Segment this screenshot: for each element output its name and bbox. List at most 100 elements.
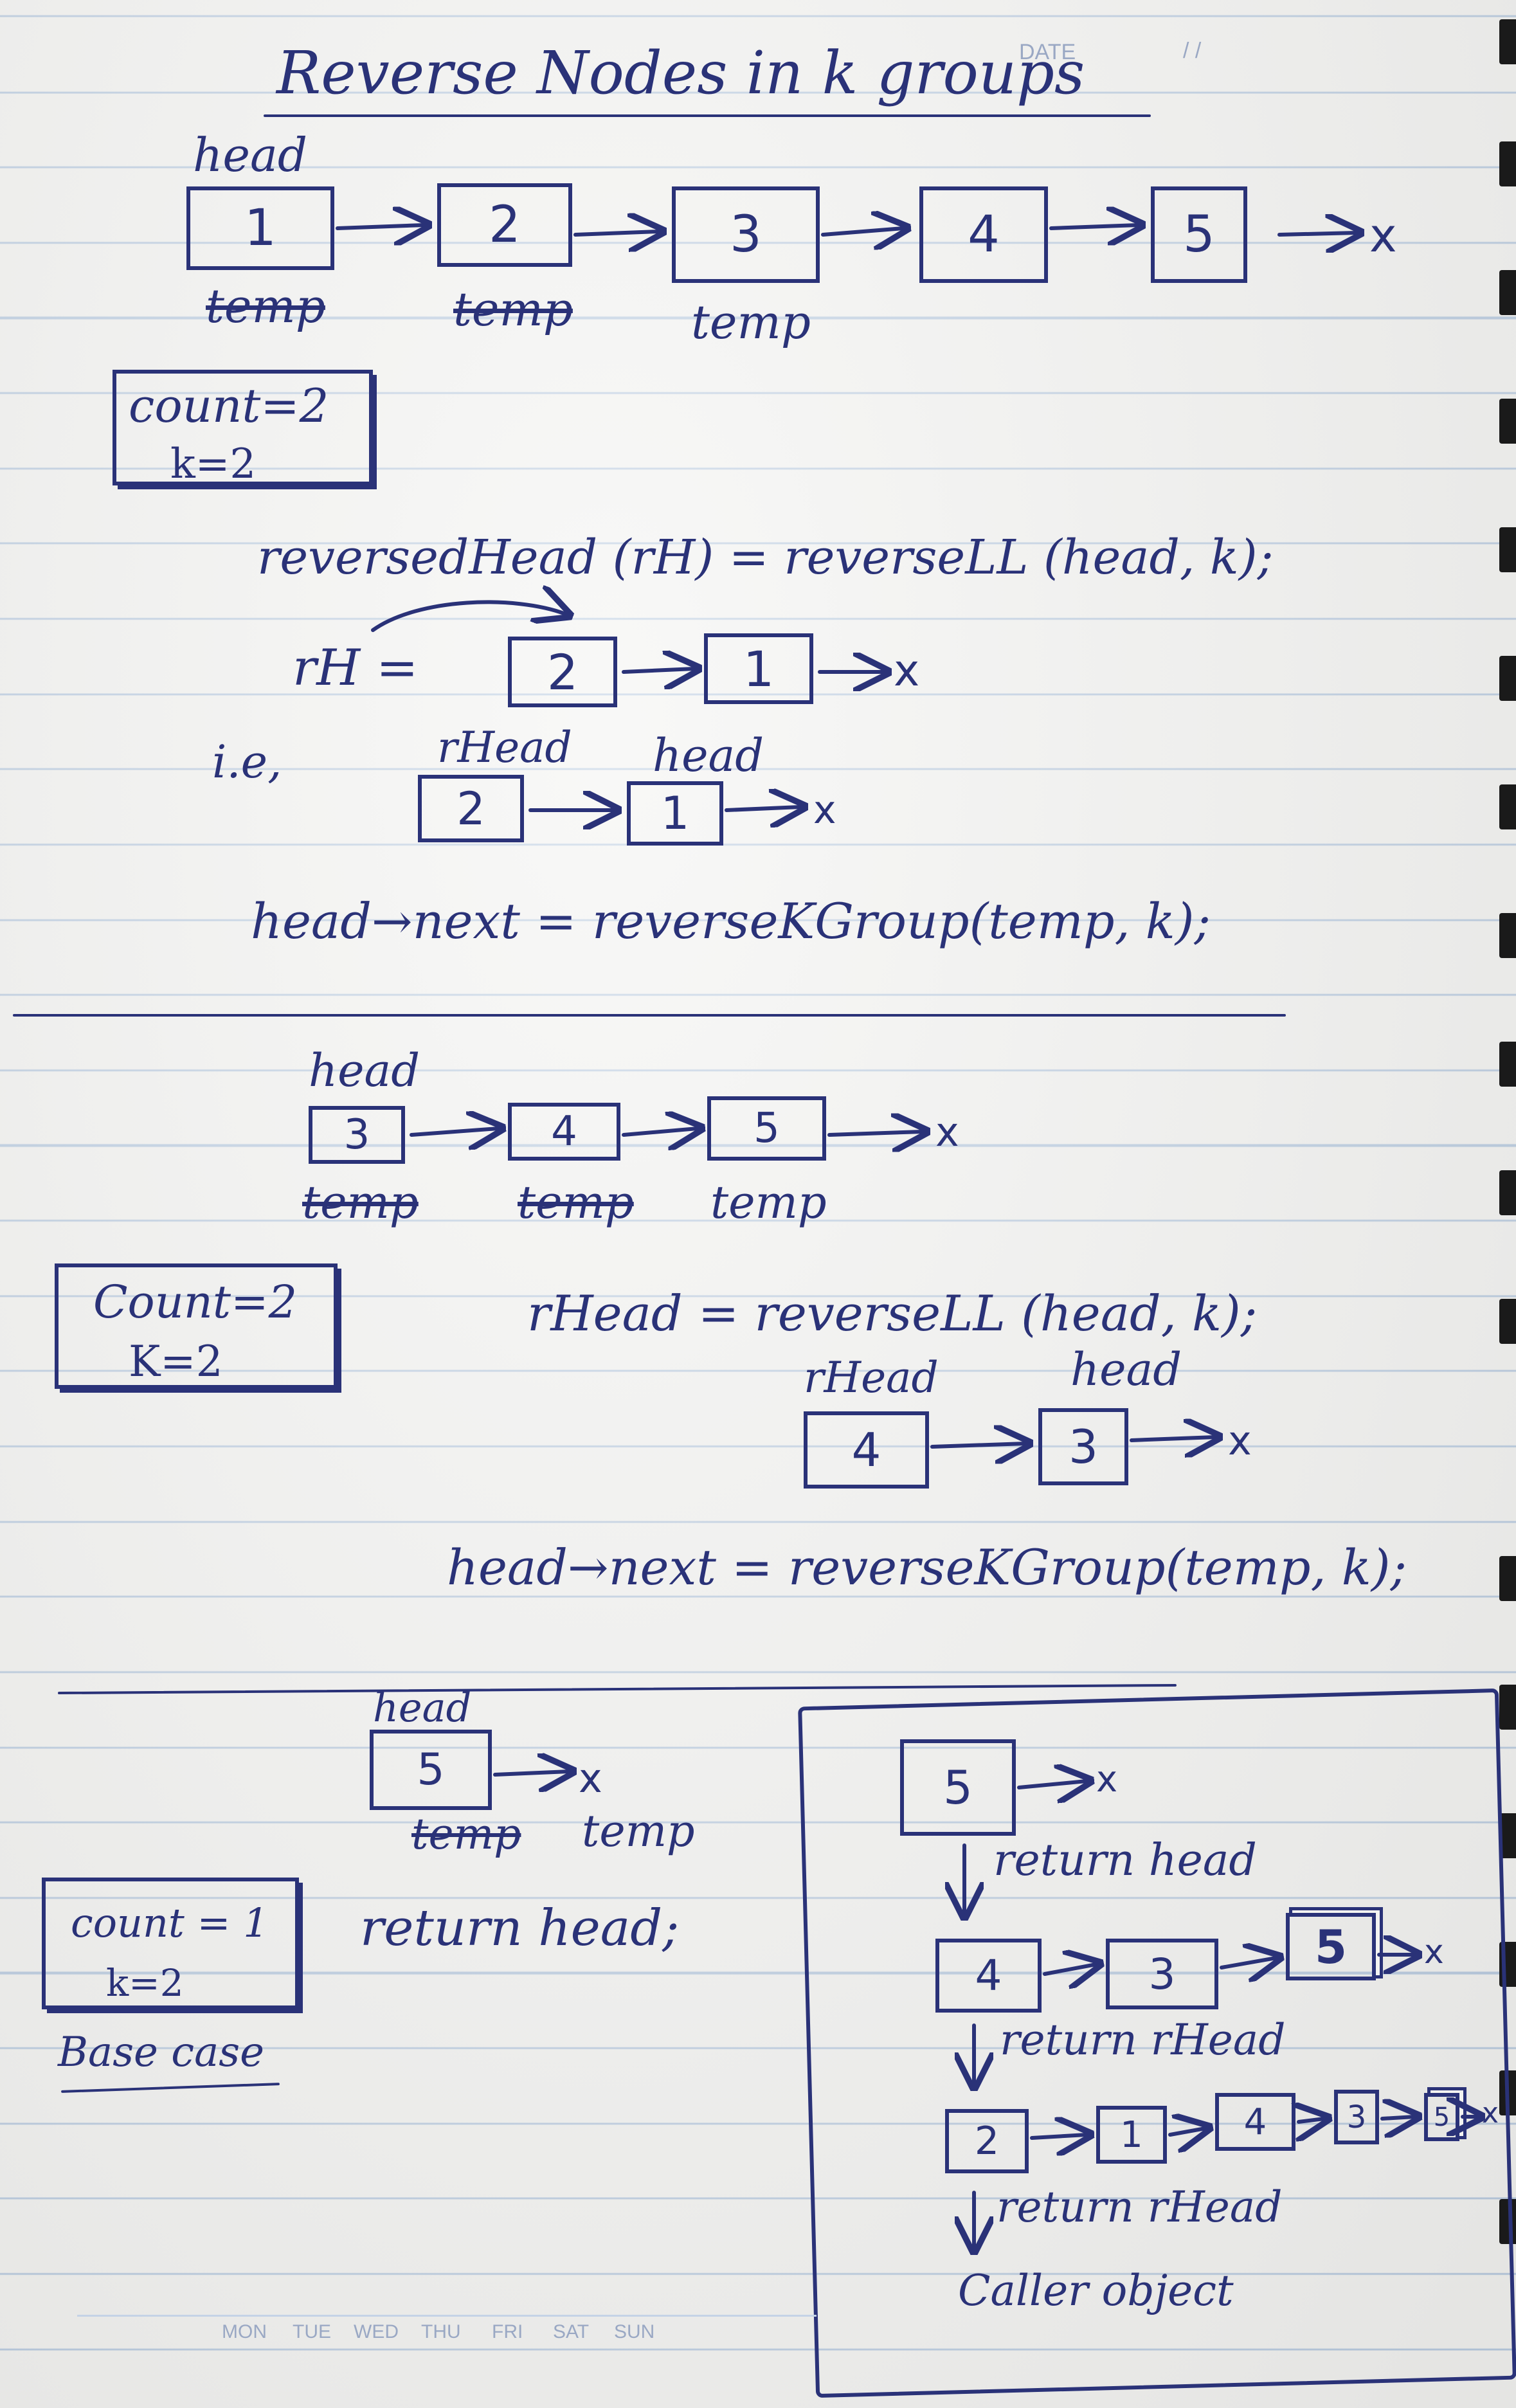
list-node: 5 <box>707 1096 826 1161</box>
null-marker: x <box>1228 1417 1252 1464</box>
code-line-reverse: rHead = reverseLL (head, k); <box>527 1285 1258 1342</box>
arrow <box>336 225 424 228</box>
binding-ring <box>1499 1170 1516 1215</box>
binding-ring <box>1499 2199 1516 2244</box>
arrow <box>493 1771 569 1775</box>
list-node: 4 <box>804 1411 929 1489</box>
rh-label: rH = <box>293 639 419 697</box>
list-node: 5 <box>1286 1913 1376 1980</box>
count-value: count = 1 <box>71 1899 269 1946</box>
temp-label: temp <box>710 1176 827 1229</box>
count-box <box>113 370 373 485</box>
title-underline <box>264 114 1151 117</box>
list-node: 5 <box>370 1730 492 1810</box>
binding-ring <box>1499 1685 1516 1730</box>
weekday-label: THU <box>421 2321 461 2342</box>
arrow <box>1030 2135 1087 2138</box>
arrow <box>1130 1437 1215 1440</box>
list-node: 5 <box>1151 186 1247 283</box>
null-marker: x <box>579 1755 602 1802</box>
temp-label: temp <box>302 1176 419 1229</box>
temp-label: temp <box>582 1806 695 1857</box>
null-marker: x <box>813 788 836 833</box>
arrow <box>1043 1964 1096 1974</box>
binding-ring <box>1499 141 1516 186</box>
binding-ring <box>1499 1556 1516 1601</box>
return-step: return rHead <box>1000 2015 1286 2065</box>
temp-label: temp <box>518 1176 634 1229</box>
null-marker: x <box>1096 1759 1118 1800</box>
arrow <box>1168 2128 1205 2135</box>
date-slashes: / / <box>1183 39 1202 63</box>
list-node: 4 <box>919 186 1048 283</box>
list-node: 4 <box>935 1939 1042 2013</box>
weekday-label: SAT <box>553 2321 590 2342</box>
list-node: 3 <box>309 1106 405 1164</box>
null-marker: x <box>1424 1933 1444 1971</box>
binding-ring <box>1499 19 1516 64</box>
binding-ring <box>1499 1299 1516 1344</box>
list-node: 1 <box>1096 2106 1167 2164</box>
temp-label: temp <box>691 295 811 349</box>
list-node: 1 <box>704 633 813 704</box>
weekday-label: WED <box>354 2321 399 2342</box>
arrow <box>1299 2119 1324 2122</box>
list-node: 2 <box>508 637 617 707</box>
arrow <box>1380 2117 1414 2119</box>
list-node: 3 <box>1334 2090 1379 2144</box>
temp-label: temp <box>453 282 573 336</box>
weekday-label: FRI <box>492 2321 523 2342</box>
page-title: Reverse Nodes in k groups <box>276 39 1085 107</box>
binding-ring <box>1499 1042 1516 1087</box>
weekday-label: MON <box>222 2321 267 2342</box>
list-node: 1 <box>627 781 723 846</box>
code-line-return: return head; <box>360 1899 680 1957</box>
temp-label: temp <box>206 279 325 333</box>
binding-ring <box>1499 1942 1516 1987</box>
list-node: 3 <box>1038 1408 1128 1485</box>
arrow <box>1017 1781 1087 1788</box>
weekday-rule <box>77 2315 817 2317</box>
date-label: DATE <box>1019 40 1076 64</box>
k-value: k=2 <box>106 1961 184 2005</box>
k-value: K=2 <box>129 1337 223 1386</box>
binding-ring <box>1499 1813 1516 1858</box>
list-node: 3 <box>672 186 820 283</box>
count-box <box>42 1878 299 2009</box>
list-node: 1 <box>186 186 334 270</box>
arrow <box>1220 1958 1276 1968</box>
arrow <box>573 231 659 235</box>
list-node: 2 <box>418 775 524 842</box>
head-label: head <box>193 128 307 182</box>
null-marker: x <box>935 1109 959 1155</box>
temp-label: temp <box>411 1809 521 1859</box>
binding-ring <box>1499 913 1516 958</box>
binding-ring <box>1499 784 1516 829</box>
return-step: return head <box>993 1835 1257 1886</box>
binding-ring <box>1499 270 1516 315</box>
arrow <box>410 1128 498 1135</box>
count-box <box>55 1263 338 1389</box>
arrow <box>827 1132 923 1135</box>
binding-ring <box>1499 656 1516 701</box>
arrow <box>1049 225 1138 228</box>
arrow <box>930 1444 1025 1447</box>
code-line-next: head→next = reverseKGroup(temp, k); <box>447 1539 1407 1596</box>
code-line-reverse: reversedHead (rH) = reverseLL (head, k); <box>257 530 1274 585</box>
arrow <box>371 602 566 632</box>
k-value: k=2 <box>170 440 257 488</box>
arrow <box>1277 233 1357 235</box>
head-label: head <box>309 1044 420 1097</box>
arrow <box>622 1128 698 1135</box>
rhead-label: rHead <box>804 1353 939 1402</box>
rhead-label: rHead <box>437 723 572 772</box>
arrow <box>622 669 694 672</box>
base-case-label: Base case <box>58 2029 264 2076</box>
ie-label: i.e, <box>212 736 282 788</box>
section-divider <box>13 1014 1286 1017</box>
list-node: 3 <box>1106 1939 1218 2009</box>
binding-ring <box>1499 2070 1516 2115</box>
head-label: head <box>373 1684 472 1731</box>
null-marker: x <box>894 646 920 696</box>
